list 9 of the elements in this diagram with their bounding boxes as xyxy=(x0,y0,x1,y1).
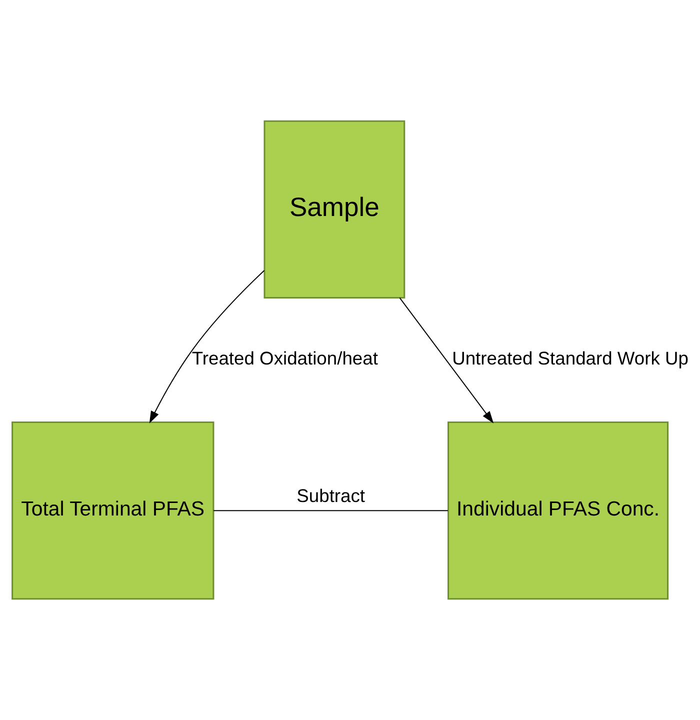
edge-label: Untreated Standard Work Up xyxy=(452,347,688,368)
arrow xyxy=(149,270,265,424)
node-box: Individual PFAS Conc. xyxy=(448,422,669,600)
node-box: Total Terminal PFAS xyxy=(12,422,214,600)
edge-label: Subtract xyxy=(296,484,366,506)
node-box: Sample xyxy=(264,120,406,298)
edge-label: Treated Oxidation/heat xyxy=(192,347,378,368)
connector xyxy=(214,510,448,512)
arrow xyxy=(399,297,494,424)
